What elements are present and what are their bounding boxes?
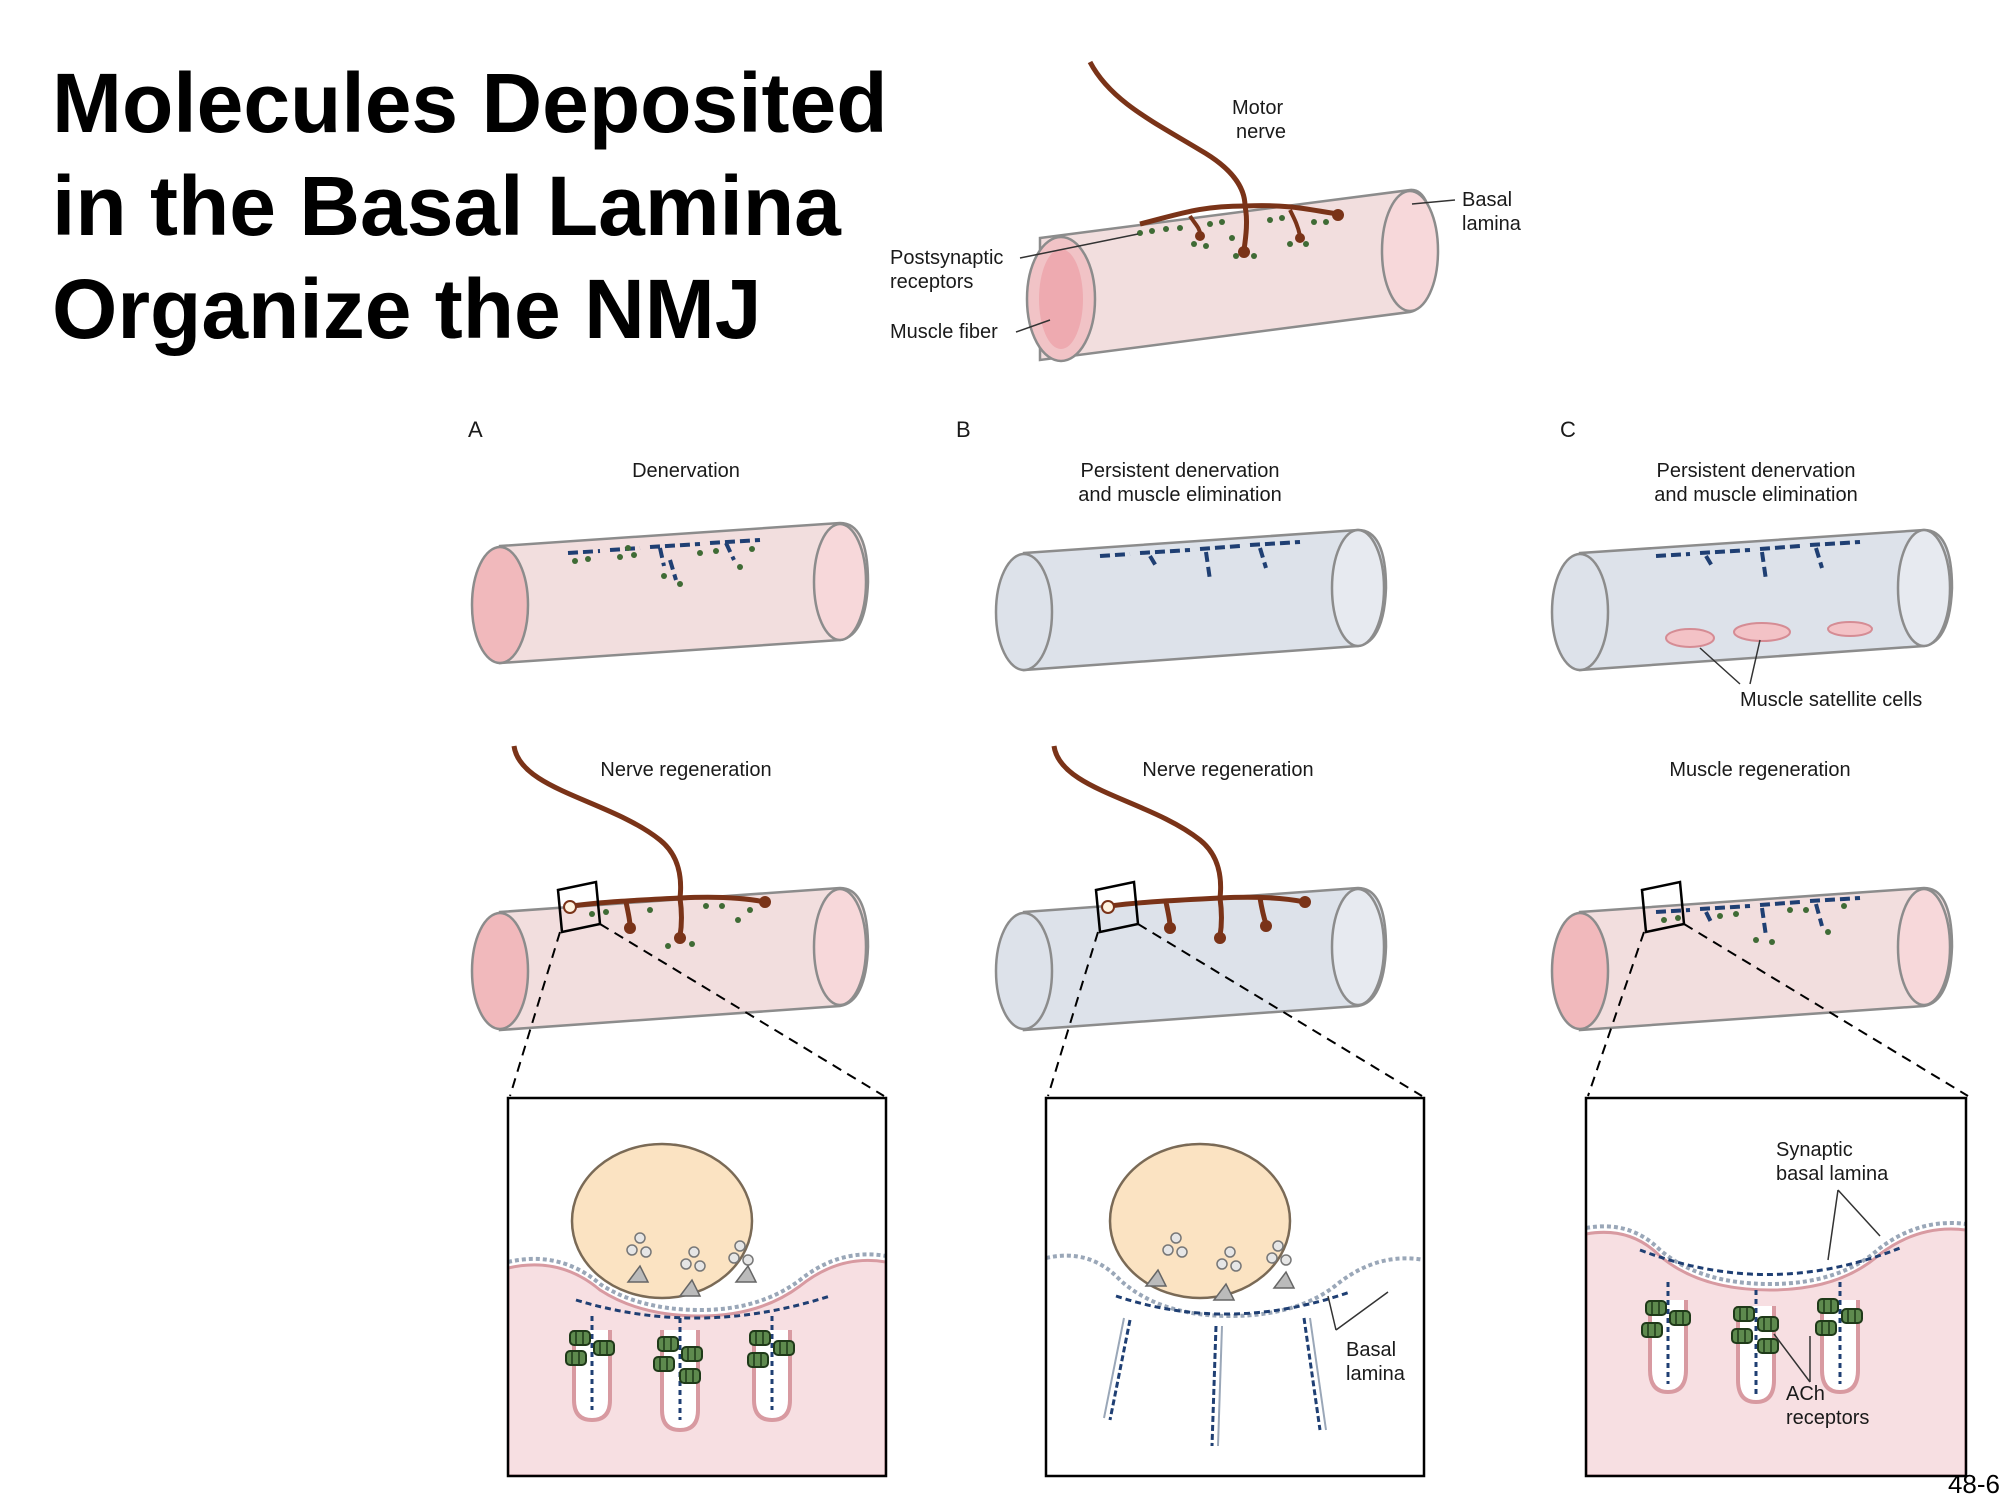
panel-a-fiber-2 <box>470 745 885 1097</box>
top-labels: Motor nerve Basal lamina Postsynaptic re… <box>890 97 1522 343</box>
panel-b-stage1-title-line2: and muscle elimination <box>1078 484 1281 506</box>
panel-c-detail: Synaptic basal lamina ACh receptors <box>1584 1096 1968 1478</box>
panel-c-synaptic-lamina-label-line1: Synaptic <box>1776 1139 1853 1161</box>
panel-c-stage2-title: Muscle regeneration <box>1669 759 1850 781</box>
panel-b-letter: B <box>956 417 971 442</box>
svg-text:lamina: lamina <box>1462 213 1522 235</box>
panel-b-basal-lamina-label-line2: lamina <box>1346 1363 1406 1385</box>
title-line-1: Molecules Deposited <box>52 56 888 150</box>
svg-text:nerve: nerve <box>1236 121 1286 143</box>
panel-c-synaptic-lamina-label-line2: basal lamina <box>1776 1163 1889 1185</box>
svg-text:Motor: Motor <box>1232 97 1283 119</box>
panel-c-ach-label-line1: ACh <box>1786 1383 1825 1405</box>
page-number: 48-6 <box>1947 1469 2000 1499</box>
panel-a-fiber-1 <box>470 521 870 665</box>
top-receptor-dots <box>1137 215 1329 259</box>
panel-b-basal-lamina-label-line1: Basal <box>1346 1339 1396 1361</box>
panel-c-letter: C <box>1560 417 1576 442</box>
top-motor-nerve <box>1087 60 1344 258</box>
panel-c-stage1-title-line1: Persistent denervation <box>1656 460 1855 482</box>
panel-a-detail <box>506 1096 888 1478</box>
panel-c-stage1-title-line2: and muscle elimination <box>1654 484 1857 506</box>
panel-a: A Denervation Nerve regeneration <box>468 417 888 1478</box>
panel-c-ach-label-line2: receptors <box>1786 1407 1869 1429</box>
title-line-3: Organize the NMJ <box>52 262 762 356</box>
panel-b-detail: Basal lamina <box>1044 1096 1426 1478</box>
panel-c-satellite-cells <box>1665 621 1873 648</box>
panel-b-fiber-1 <box>994 528 1388 672</box>
svg-text:receptors: receptors <box>890 271 973 293</box>
panel-b-stage1-title-line1: Persistent denervation <box>1080 460 1279 482</box>
panel-b: B Persistent denervation and muscle elim… <box>956 417 1426 1478</box>
panel-c-fiber-2 <box>1550 880 1969 1097</box>
panel-c-satellite-label: Muscle satellite cells <box>1740 689 1922 711</box>
slide-title: Molecules Deposited in the Basal Lamina … <box>52 52 932 361</box>
panel-b-stage2-title: Nerve regeneration <box>1142 759 1313 781</box>
panel-a-letter: A <box>468 417 483 442</box>
panel-b-fiber-2 <box>994 745 1423 1097</box>
panel-a-lamina-in-folds <box>590 1316 774 1420</box>
svg-text:Postsynaptic: Postsynaptic <box>890 247 1003 269</box>
svg-text:Basal: Basal <box>1462 189 1512 211</box>
svg-text:Muscle fiber: Muscle fiber <box>890 321 998 343</box>
panel-c-fiber-1: Muscle satellite cells <box>1550 528 1954 711</box>
top-muscle-fiber <box>1025 188 1440 363</box>
panel-c: C Persistent denervation and muscle elim… <box>1550 417 1969 1478</box>
title-line-2: in the Basal Lamina <box>52 159 841 253</box>
panel-a-stage2-title: Nerve regeneration <box>600 759 771 781</box>
panel-a-stage1-title: Denervation <box>632 460 740 482</box>
